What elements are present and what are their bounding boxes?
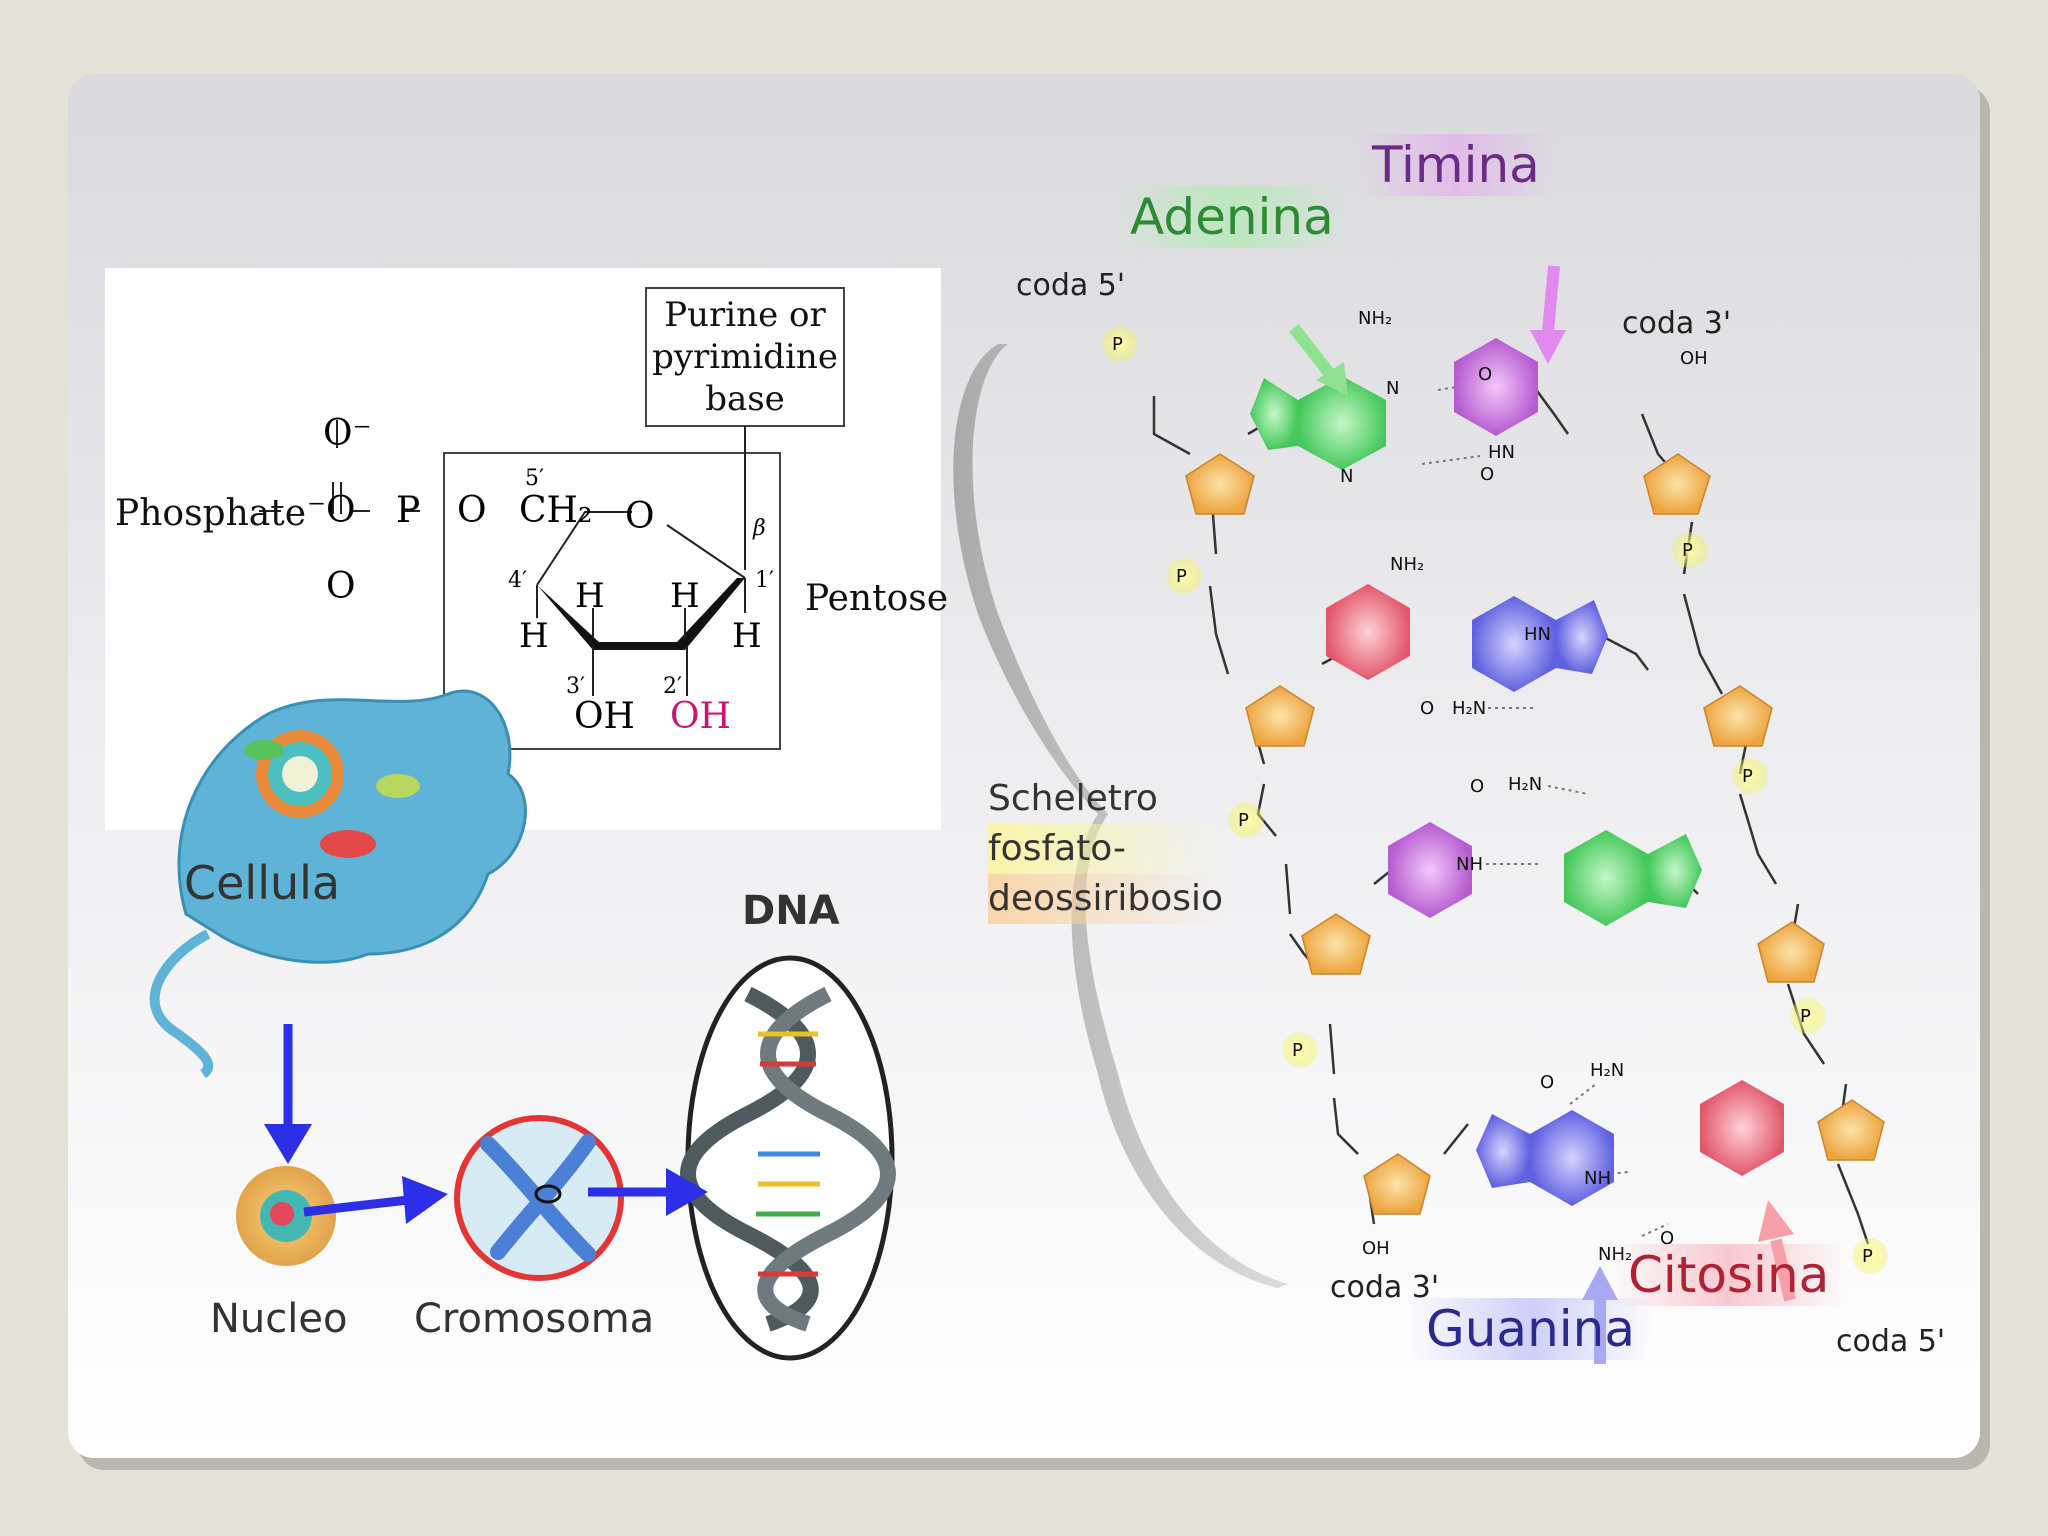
- pentose-box: [443, 452, 781, 750]
- slide: Phosphate Pentose Purine or pyrimidine b…: [68, 74, 1980, 1458]
- atom-h2n-a2: H₂N: [1508, 774, 1542, 795]
- atom-o-minus-top: O⁻: [323, 413, 372, 454]
- atom-p-6: P: [1742, 766, 1753, 787]
- atom-o-g1: O: [1420, 698, 1434, 719]
- atom-o-left: ⁻O: [307, 490, 356, 531]
- nucleus-label: Nucleo: [210, 1296, 348, 1342]
- atom-o-link: O: [457, 490, 487, 531]
- end-bottom-left: coda 3': [1330, 1270, 1440, 1305]
- atom-o-g2: O: [1540, 1072, 1554, 1093]
- base-box-text: Purine or pyrimidine base: [646, 294, 844, 420]
- pos-1: 1′: [755, 568, 774, 593]
- atom-n-a1b: N: [1340, 466, 1353, 487]
- atom-h2n-g1: H₂N: [1452, 698, 1486, 719]
- backbone-brace: [953, 344, 1288, 1288]
- base-adenine-2: [1564, 830, 1702, 926]
- flow-arrows: [264, 1024, 708, 1224]
- atom-n-a1: N: [1386, 378, 1399, 399]
- atom-o-t1: O: [1478, 364, 1492, 385]
- atom-labels: NH₂ N N O HN O NH₂ HN O H₂N O H₂N NH O H…: [1112, 308, 1873, 1267]
- atom-p-1: P: [1112, 334, 1123, 355]
- atom-p-3: P: [1238, 810, 1249, 831]
- pos-4: 4′: [508, 568, 527, 593]
- chromosome-illustration: [454, 1115, 624, 1281]
- atom-oh-bottom: OH: [1362, 1238, 1390, 1259]
- base-box-line-3: base: [705, 379, 785, 419]
- base-guanine-1: [1472, 596, 1608, 692]
- cytosine-label: Citosina: [1610, 1244, 1848, 1306]
- thymine-label: Timina: [1354, 134, 1558, 196]
- atom-h-4: H: [519, 616, 549, 656]
- atom-hn-g1: HN: [1524, 624, 1551, 645]
- atom-p: P: [396, 490, 421, 531]
- atom-nh-g2: NH: [1584, 1168, 1611, 1189]
- base-adenine-1: [1250, 376, 1386, 470]
- base-box-line-2: pyrimidine: [652, 337, 838, 377]
- pentose-label: Pentose: [805, 578, 949, 619]
- end-bottom-right: coda 5': [1836, 1324, 1946, 1359]
- atom-oh-2: OH: [670, 696, 731, 737]
- atom-nh2-c1: NH₂: [1390, 554, 1424, 575]
- atom-p-7: P: [1800, 1006, 1811, 1027]
- atom-o-c2: O: [1660, 1228, 1674, 1249]
- backbone-line-2: fosfato-: [988, 824, 1224, 874]
- atom-p-4: P: [1292, 1040, 1303, 1061]
- base-guanine-2: [1476, 1110, 1614, 1206]
- adenine-label: Adenina: [1112, 186, 1352, 248]
- atom-h-1: H: [732, 616, 762, 656]
- nucleotide-structure-diagram: [259, 287, 845, 750]
- cell-label: Cellula: [184, 856, 341, 910]
- atom-nh2-a1: NH₂: [1358, 308, 1392, 329]
- phosphate-groups: [1102, 326, 1888, 1274]
- atom-p-8: P: [1862, 1246, 1873, 1267]
- backbone-label: Scheletro fosfato- deossiribosio: [988, 774, 1224, 924]
- cell-to-dna-diagram: [149, 689, 896, 1361]
- atom-h2n-c2: H₂N: [1590, 1060, 1624, 1081]
- beta-symbol: β: [753, 516, 766, 541]
- atom-ch2: CH₂: [519, 490, 593, 531]
- cell-illustration: [149, 689, 527, 1079]
- atom-o-t2: O: [1470, 776, 1484, 797]
- atom-o-ring: O: [625, 496, 655, 537]
- guanine-label: Guanina: [1408, 1298, 1653, 1360]
- backbone-line-3: deossiribosio: [988, 874, 1224, 924]
- base-cytosine-2: [1700, 1080, 1784, 1176]
- atom-h-3up: H: [575, 576, 605, 616]
- nucleus-illustration: [236, 1166, 336, 1266]
- end-top-right: coda 3': [1622, 306, 1732, 341]
- base-thymine-2: [1388, 822, 1472, 918]
- atom-nh-t2: NH: [1456, 854, 1483, 875]
- atom-hn-t1: HN: [1488, 442, 1515, 463]
- base-thymine-1: [1454, 338, 1538, 436]
- sugar-rings: [1185, 453, 1885, 1215]
- hydrogen-bonds: [1421, 381, 1669, 1237]
- dna-helix-illustration: [680, 955, 896, 1361]
- base-cytosine-1: [1326, 584, 1410, 680]
- atom-o-bottom: O: [326, 566, 356, 607]
- chromosome-label: Cromosoma: [414, 1296, 655, 1342]
- phosphate-label: Phosphate: [115, 493, 307, 534]
- pos-2: 2′: [663, 674, 682, 699]
- dna-label: DNA: [742, 888, 840, 934]
- base-box-line-1: Purine or: [664, 295, 826, 335]
- atom-oh-top: OH: [1680, 348, 1708, 369]
- atom-p-5: P: [1682, 540, 1693, 561]
- backbone-line-1: Scheletro: [988, 778, 1158, 819]
- atom-h-2up: H: [670, 576, 700, 616]
- end-top-left: coda 5': [1016, 268, 1126, 303]
- atom-o-t1b: O: [1480, 464, 1494, 485]
- atom-oh-3: OH: [574, 696, 635, 737]
- pos-3: 3′: [566, 674, 585, 699]
- atom-p-2: P: [1176, 566, 1187, 587]
- pos-5: 5′: [525, 466, 544, 491]
- dna-double-strand-diagram: NH₂ N N O HN O NH₂ HN O H₂N O H₂N NH O H…: [953, 265, 1888, 1364]
